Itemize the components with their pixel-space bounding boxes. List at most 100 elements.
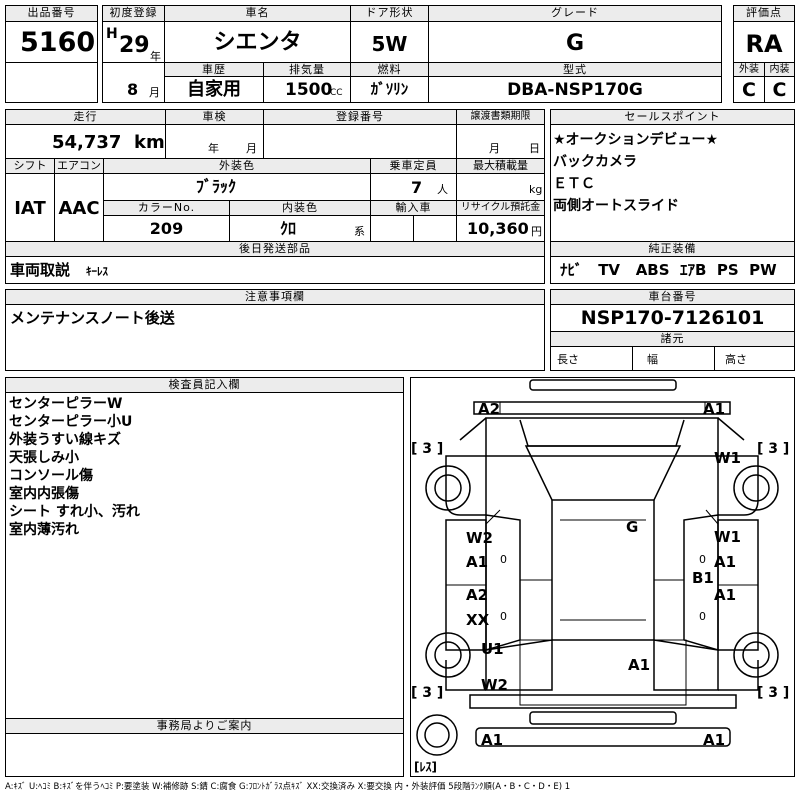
month-unit: 月: [149, 86, 160, 99]
kg-unit: kg: [529, 183, 543, 196]
color-label: 外装色: [103, 158, 371, 174]
transfer-day-unit: 日: [529, 142, 540, 155]
fuel-label: 燃料: [350, 62, 429, 77]
inspector-line-3: 外装うすい線キズ: [9, 432, 121, 448]
equipment-ps: PS: [716, 261, 739, 279]
height-box: 高さ: [714, 346, 795, 371]
model-box: DBA-NSP170G: [428, 76, 722, 103]
door: 5W: [371, 32, 408, 56]
inspector-line-8: 室内薄汚れ: [9, 522, 79, 538]
displacement-box: 1500 CC: [263, 76, 351, 103]
transfer-month-unit: 月: [489, 142, 500, 155]
transfer-label: 譲渡書類期限: [456, 109, 545, 125]
inspection-year-unit: 年: [208, 142, 219, 155]
lot-no-label: 出品番号: [5, 5, 98, 22]
fuel-box: ｶﾞｿﾘﾝ: [350, 76, 429, 103]
inspector-line-1: センターピラーW: [9, 396, 123, 412]
mark-b1: B1: [692, 569, 714, 587]
selling-points-box: ★オークションデビュー★ バックカメラ ＥＴＣ 両側オートスライド: [550, 124, 795, 242]
car-name: シエンタ: [213, 30, 302, 55]
color-no: 209: [149, 219, 184, 238]
transfer-box: 月 日: [456, 124, 545, 159]
mark-w1-front: W1: [714, 449, 741, 467]
lot-no-box: 5160: [5, 21, 98, 63]
inspector-line-6: 室内内張傷: [9, 486, 79, 502]
chassis-box: NSP170-7126101: [550, 304, 795, 332]
color: ﾌﾞﾗｯｸ: [195, 177, 236, 196]
svg-text:0: 0: [500, 610, 507, 623]
mark-a1-rear: A1: [628, 656, 650, 674]
equipment-tv: TV: [598, 261, 621, 279]
mark-w2-left: W2: [466, 529, 493, 547]
max-load-label: 最大積載量: [456, 158, 545, 174]
mark-w2-rear: W2: [481, 676, 508, 694]
history-label: 車歴: [164, 62, 264, 77]
mark-xx: XX: [466, 611, 490, 629]
tire-spare: [ﾚｽ]: [414, 760, 437, 774]
equipment-airbag: ｴｱB: [680, 261, 707, 279]
capacity-box: 7 人: [370, 173, 457, 201]
damage-diagram-frame: [410, 377, 795, 777]
mark-g: G: [626, 518, 638, 536]
yen-unit: 円: [531, 225, 542, 238]
history: 自家用: [187, 79, 241, 100]
car-name-label: 車名: [164, 5, 351, 22]
ext-score-label: 外装: [733, 62, 765, 77]
door-box: 5W: [350, 21, 429, 63]
mileage-label: 走行: [5, 109, 166, 125]
lot-no: 5160: [20, 27, 96, 58]
fuel: ｶﾞｿﾘﾝ: [370, 80, 409, 98]
notes-box: メンテナンスノート後送: [5, 304, 545, 371]
tire-rear-right: [ 3 ]: [757, 685, 789, 701]
equipment-navi: ﾅﾋﾞ: [560, 261, 583, 279]
car-damage-diagram: 00 00 A2 A1 W1 G W2 A1 W1 A1 B1 A2 XX A1…: [411, 379, 789, 774]
width-box: 幅: [632, 346, 715, 371]
equipment-label: 純正装備: [550, 241, 795, 257]
grade-label: グレード: [428, 5, 722, 22]
first-reg-year: 29: [119, 33, 150, 58]
equipment-pw: PW: [749, 261, 777, 279]
capacity-label: 乗車定員: [370, 158, 457, 174]
recycle-box: 10,360 円: [456, 215, 545, 242]
grade-box: G: [428, 21, 722, 63]
max-load-box: kg: [456, 173, 545, 201]
color-box: ﾌﾞﾗｯｸ: [103, 173, 371, 201]
inspector-line-7: シート すれ小、汚れ: [9, 504, 140, 520]
first-reg-month: 8: [127, 80, 139, 99]
import-label: 輸入車: [370, 200, 457, 216]
selling-point-1: ★オークションデビュー★: [553, 132, 719, 148]
mark-a2-left: A2: [466, 586, 488, 604]
length-box: 長さ: [550, 346, 633, 371]
mark-w1-right: W1: [714, 528, 741, 546]
recycle: 10,360: [467, 219, 529, 238]
chassis-number: NSP170-7126101: [580, 307, 765, 329]
kei-unit: 系: [354, 225, 365, 238]
tire-rear-left: [ 3 ]: [411, 685, 443, 701]
displacement-label: 排気量: [263, 62, 351, 77]
int-score: C: [772, 79, 787, 101]
legend: A:ｷｽﾞ U:ﾍｺﾐ B:ｷｽﾞを伴うﾍｺﾐ P:要塗装 W:補修跡 S:錆 …: [5, 782, 571, 792]
int-score-box: C: [764, 76, 795, 103]
selling-point-3: ＥＴＣ: [553, 176, 595, 192]
color-no-label: カラーNo.: [103, 200, 230, 216]
inspector-line-2: センターピラー小U: [9, 414, 133, 430]
svg-text:0: 0: [699, 610, 706, 623]
car-name-box: シエンタ: [164, 21, 351, 63]
mark-a1-front: A1: [703, 400, 725, 418]
first-reg-label: 初度登録: [102, 5, 165, 22]
mileage-box: 54,737 km: [5, 124, 166, 159]
model: DBA-NSP170G: [507, 80, 643, 100]
ac-box: AAC: [54, 173, 104, 242]
shift-box: IAT: [5, 173, 55, 242]
grade: G: [565, 31, 585, 56]
ac-label: エアコン: [54, 158, 104, 174]
tire-front-left: [ 3 ]: [411, 441, 443, 457]
mileage: 54,737: [52, 132, 122, 153]
office-box: [5, 733, 404, 777]
length-label: 長さ: [557, 353, 579, 366]
notes-label: 注意事項欄: [5, 289, 545, 305]
mark-u1: U1: [481, 640, 504, 658]
import-box-b: [413, 215, 457, 242]
km-unit: km: [134, 132, 165, 153]
